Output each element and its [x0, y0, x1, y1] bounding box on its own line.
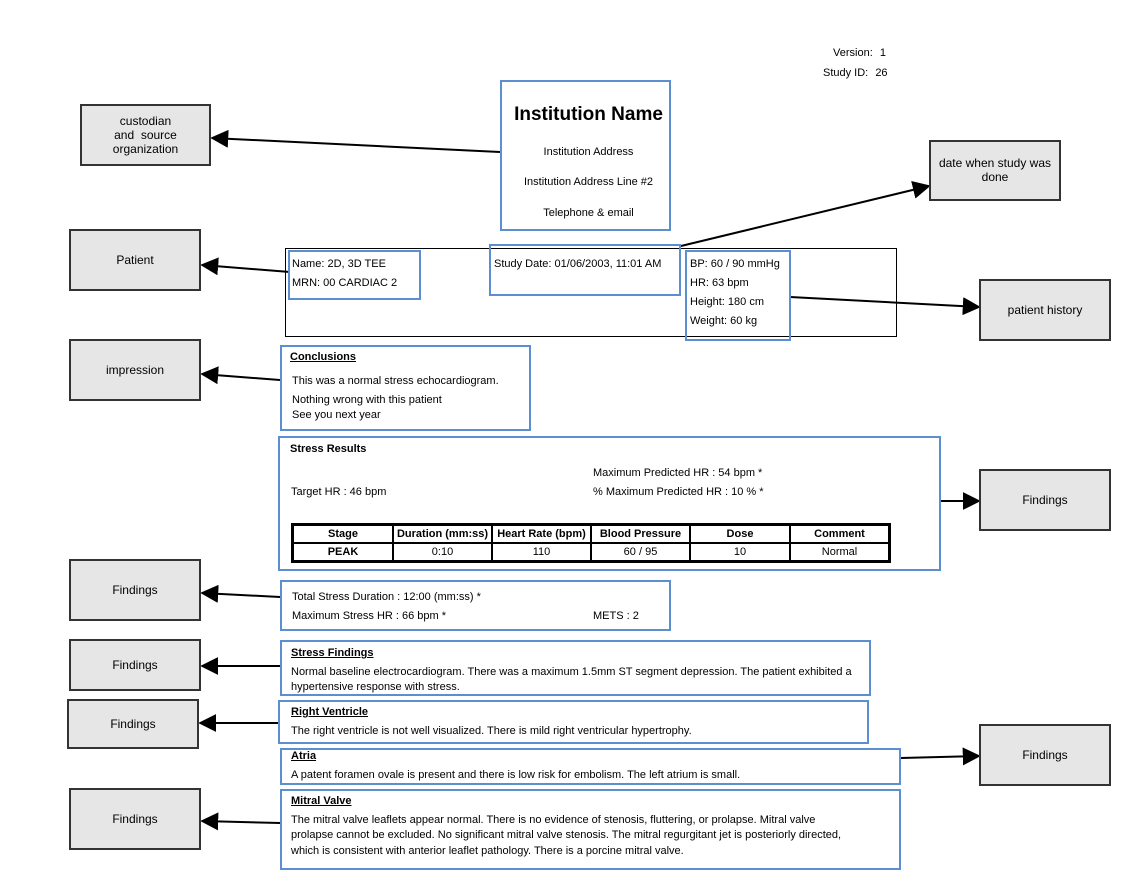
- mitral-valve-line-1: The mitral valve leaflets appear normal.…: [291, 814, 816, 826]
- label-findings-4: Findings: [67, 699, 199, 749]
- institution-contact: Telephone & email: [543, 207, 634, 219]
- label-findings-3: Findings: [69, 639, 201, 691]
- study-date: Study Date: 01/06/2003, 11:01 AM: [494, 258, 662, 270]
- label-custodian: custodian and source organization: [80, 104, 211, 166]
- patient-mrn: MRN: 00 CARDIAC 2: [292, 277, 398, 289]
- right-ventricle-text: The right ventricle is not well visualiz…: [291, 725, 692, 737]
- patient-id-box: [288, 250, 421, 300]
- mitral-valve-line-2: prolapse cannot be excluded. No signific…: [291, 829, 842, 841]
- right-ventricle-box: [278, 700, 869, 744]
- label-findings-2: Findings: [69, 559, 201, 621]
- th-comment: Comment: [790, 525, 889, 543]
- td-dose: 10: [690, 543, 790, 561]
- stress-results-box: [278, 436, 941, 571]
- label-patient-history: patient history: [979, 279, 1111, 341]
- conclusions-line-2: Nothing wrong with this patient: [292, 394, 442, 406]
- study-date-box: [489, 244, 681, 296]
- pct-max-predicted-hr: % Maximum Predicted HR : 10 % *: [593, 486, 764, 498]
- mitral-valve-box: [280, 789, 901, 870]
- vital-bp: BP: 60 / 90 mmHg: [690, 258, 780, 270]
- arrow-patient: [200, 257, 291, 276]
- th-duration: Duration (mm:ss): [393, 525, 492, 543]
- study-id-label: Study ID:: [823, 67, 869, 79]
- vitals-box: [685, 250, 791, 341]
- conclusions-line-1: This was a normal stress echocardiogram.: [292, 375, 499, 387]
- label-findings-5: Findings: [979, 724, 1111, 786]
- label-findings-6: Findings: [69, 788, 201, 850]
- label-date: date when study was done: [929, 140, 1061, 201]
- max-stress-hr: Maximum Stress HR : 66 bpm *: [292, 610, 447, 622]
- label-impression: impression: [69, 339, 201, 401]
- vital-hr: HR: 63 bpm: [690, 277, 749, 289]
- institution-address: Institution Address: [543, 146, 634, 158]
- study-id-value: 26: [875, 67, 888, 79]
- stress-table: Stage Duration (mm:ss) Heart Rate (bpm) …: [291, 523, 891, 563]
- conclusions-box: [280, 345, 531, 431]
- version-value: 1: [879, 47, 886, 59]
- study-id-row: Study ID: 26: [823, 66, 888, 80]
- max-predicted-hr: Maximum Predicted HR : 54 bpm *: [593, 467, 763, 479]
- vital-height: Height: 180 cm: [690, 296, 764, 308]
- td-blood-pressure: 60 / 95: [591, 543, 690, 561]
- conclusions-line-3: See you next year: [292, 409, 381, 421]
- arrow-custodian: [210, 129, 501, 153]
- patient-name: Name: 2D, 3D TEE: [292, 258, 386, 270]
- arrow-impression: [200, 366, 281, 385]
- th-blood-pressure: Blood Pressure: [591, 525, 690, 543]
- mets: METS : 2: [593, 610, 639, 622]
- th-stage: Stage: [293, 525, 393, 543]
- institution-address-2: Institution Address Line #2: [523, 176, 654, 188]
- td-comment: Normal: [790, 543, 889, 561]
- institution-name: Institution Name: [514, 104, 663, 125]
- arrow-findings-atria: [900, 747, 981, 766]
- table-row: PEAK 0:10 110 60 / 95 10 Normal: [293, 543, 889, 561]
- stress-findings-box: [280, 640, 871, 696]
- td-duration: 0:10: [393, 543, 492, 561]
- label-patient: Patient: [69, 229, 201, 291]
- atria-title: Atria: [291, 750, 317, 762]
- mitral-valve-title: Mitral Valve: [291, 795, 352, 807]
- conclusions-title: Conclusions: [290, 351, 357, 363]
- target-hr: Target HR : 46 bpm: [291, 486, 387, 498]
- stress-totals-box: [280, 580, 671, 631]
- arrow-date: [680, 181, 931, 247]
- th-heart-rate: Heart Rate (bpm): [492, 525, 591, 543]
- atria-text: A patent foramen ovale is present and th…: [291, 769, 741, 781]
- version-label: Version:: [833, 47, 873, 59]
- version-row: Version: 1: [833, 46, 886, 60]
- patient-panel: [285, 248, 897, 337]
- stress-table-wrap: Stage Duration (mm:ss) Heart Rate (bpm) …: [291, 523, 891, 563]
- table-header-row: Stage Duration (mm:ss) Heart Rate (bpm) …: [293, 525, 889, 543]
- institution-box: [500, 80, 671, 231]
- stress-results-title: Stress Results: [290, 443, 367, 455]
- atria-box: [280, 748, 901, 785]
- stress-findings-line-2: hypertensive response with stress.: [291, 681, 460, 693]
- th-dose: Dose: [690, 525, 790, 543]
- td-stage: PEAK: [293, 543, 393, 561]
- mitral-valve-line-3: which is consistent with anterior leafle…: [291, 845, 684, 857]
- arrow-patient-history: [789, 296, 981, 316]
- vital-weight: Weight: 60 kg: [690, 315, 758, 327]
- arrow-findings-totals: [200, 584, 281, 603]
- total-stress-duration: Total Stress Duration : 12:00 (mm:ss) *: [292, 591, 481, 603]
- label-findings-1: Findings: [979, 469, 1111, 531]
- stress-findings-title: Stress Findings: [291, 647, 374, 659]
- stress-findings-line-1: Normal baseline electrocardiogram. There…: [291, 666, 852, 678]
- arrow-findings-mitral: [200, 812, 281, 831]
- td-heart-rate: 110: [492, 543, 591, 561]
- right-ventricle-title: Right Ventricle: [291, 706, 369, 718]
